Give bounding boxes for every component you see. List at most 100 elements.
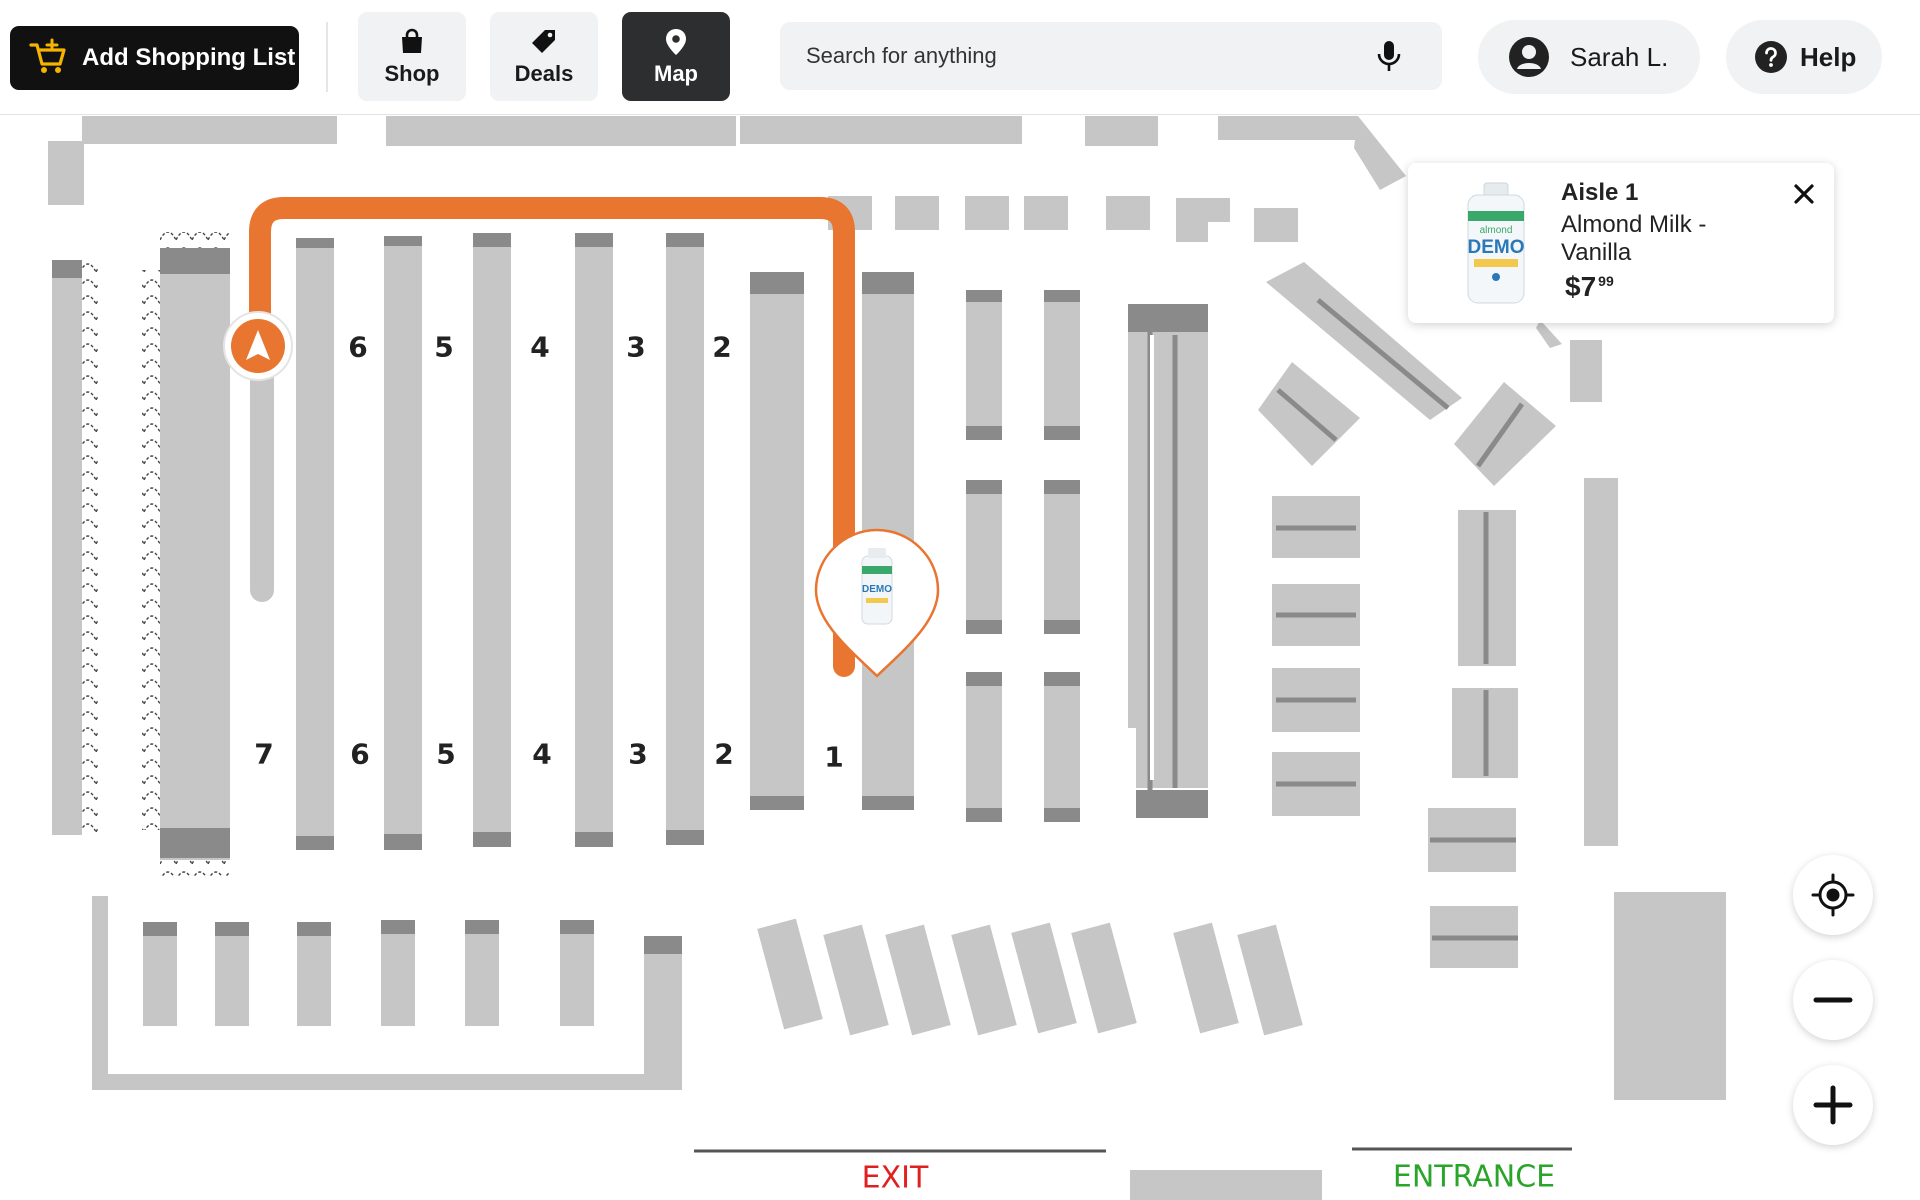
- short-shelf: [966, 672, 1002, 822]
- tab-deals-label: Deals: [514, 60, 574, 86]
- popup-product-name: Almond Milk - Vanilla: [1561, 211, 1707, 266]
- checkout-lane: [560, 920, 594, 1026]
- aisle-shelf: [575, 233, 613, 847]
- display: [895, 196, 939, 230]
- display: [1024, 196, 1068, 230]
- checkout-lane: [143, 922, 177, 1026]
- kiosk: [1237, 924, 1303, 1036]
- add-shopping-list-button[interactable]: Add Shopping List: [10, 26, 299, 90]
- aisle-label: 7: [254, 737, 274, 771]
- exit-label: EXIT: [861, 1160, 929, 1196]
- kiosk: [1173, 922, 1239, 1034]
- aisle-label: 4: [532, 737, 552, 771]
- checkout-lane: [465, 920, 499, 1026]
- svg-text:DEMO: DEMO: [862, 584, 892, 595]
- user-account-button[interactable]: Sarah L.: [1478, 20, 1700, 94]
- bottom-wall-block: [1130, 1170, 1322, 1200]
- aisle-shelf: [473, 233, 511, 847]
- short-shelf: [1044, 672, 1080, 822]
- aisle-shelf: [666, 233, 704, 845]
- help-button[interactable]: Help: [1726, 20, 1882, 94]
- aisle-label: 1: [824, 740, 844, 774]
- user-name: Sarah L.: [1570, 41, 1669, 72]
- tab-shop-label: Shop: [384, 60, 440, 86]
- price-dollars: $7: [1565, 271, 1597, 302]
- microphone-icon[interactable]: [1374, 39, 1404, 73]
- cooler: [52, 260, 82, 835]
- kiosk: [1011, 922, 1077, 1034]
- top-bar: Add Shopping List Shop Deals Map: [0, 0, 1920, 115]
- tab-map-label: Map: [654, 60, 698, 86]
- help-label: Help: [1800, 41, 1857, 72]
- tall-shelf: [1128, 304, 1208, 788]
- diagonal-display: [1354, 116, 1406, 190]
- display: [965, 196, 1009, 230]
- zoom-out-button[interactable]: [1793, 960, 1873, 1040]
- aisle-label: 5: [436, 737, 456, 771]
- cooler-doors: [160, 232, 230, 248]
- wall-shelf: [1218, 116, 1358, 140]
- cooler-doors: [160, 860, 230, 876]
- user-location-marker: [223, 311, 293, 381]
- search-bar[interactable]: [780, 22, 1442, 90]
- aisle-label: 2: [712, 330, 732, 364]
- header-divider: [326, 22, 328, 92]
- price-cents: 99: [1598, 273, 1614, 289]
- tab-deals[interactable]: Deals: [490, 12, 598, 101]
- display: [1254, 208, 1298, 242]
- kiosk: [885, 924, 951, 1036]
- user-avatar-icon: [1509, 37, 1549, 77]
- wall-shelf: [68, 141, 84, 174]
- aisle-label: 2: [714, 737, 734, 771]
- kiosk: [823, 924, 889, 1036]
- aisle-shelf: [750, 272, 804, 810]
- checkout-lane: [215, 922, 249, 1026]
- zoom-in-button[interactable]: [1793, 1065, 1873, 1145]
- cooler-doors: [142, 270, 160, 830]
- plus-icon: [1813, 1085, 1853, 1125]
- product-pin: DEMO: [814, 528, 940, 678]
- display: [1570, 340, 1602, 402]
- short-shelf: [966, 290, 1002, 440]
- shopping-bag-icon: [402, 28, 422, 53]
- cooler-center: [160, 248, 230, 860]
- search-input[interactable]: [804, 42, 1374, 70]
- product-popup[interactable]: almond DEMO Aisle 1 Almond Milk - Vanill…: [1408, 163, 1834, 323]
- add-shopping-list-label: Add Shopping List: [82, 44, 296, 71]
- kiosk: [1071, 922, 1137, 1034]
- right-wall-shelf: [1584, 478, 1618, 846]
- cart-plus-icon: [29, 38, 66, 73]
- tab-map[interactable]: Map: [622, 12, 730, 101]
- aisle-label: 4: [530, 330, 550, 364]
- map-pin-icon: [666, 28, 686, 55]
- tag-icon: [532, 29, 555, 53]
- aisle-label: 3: [628, 737, 648, 771]
- aisle-shelf: [384, 236, 422, 850]
- locate-icon: [1811, 873, 1855, 917]
- store-floorplan: DEMO: [48, 116, 1726, 1200]
- store-map[interactable]: DEMO 6 5 4 3 2 7 6 5 4 3 2 1 EXIT ENTRAN…: [0, 114, 1920, 1200]
- aisle-label: 3: [626, 330, 646, 364]
- short-shelf: [1044, 480, 1080, 634]
- aisle-shelf: [296, 238, 334, 850]
- aisle-label: 5: [434, 330, 454, 364]
- tab-shop[interactable]: Shop: [358, 12, 466, 101]
- aisle-shelf: [250, 360, 274, 602]
- right-wall-block: [1614, 892, 1726, 1100]
- checkout-lane: [381, 920, 415, 1026]
- kiosk: [757, 918, 823, 1030]
- kiosk: [951, 924, 1017, 1036]
- wall-shelf: [82, 116, 337, 144]
- diagonal-display: [1536, 320, 1562, 348]
- minus-icon: [1813, 997, 1853, 1003]
- wall-shelf: [1085, 116, 1158, 146]
- cooler-doors: [82, 262, 98, 834]
- short-shelf: [1044, 290, 1080, 440]
- checkout-lane: [297, 922, 331, 1026]
- product-image: almond DEMO: [1467, 182, 1525, 304]
- locate-button[interactable]: [1793, 855, 1873, 935]
- popup-aisle: Aisle 1: [1561, 179, 1639, 206]
- close-icon[interactable]: [1789, 179, 1819, 209]
- display: [1176, 198, 1230, 242]
